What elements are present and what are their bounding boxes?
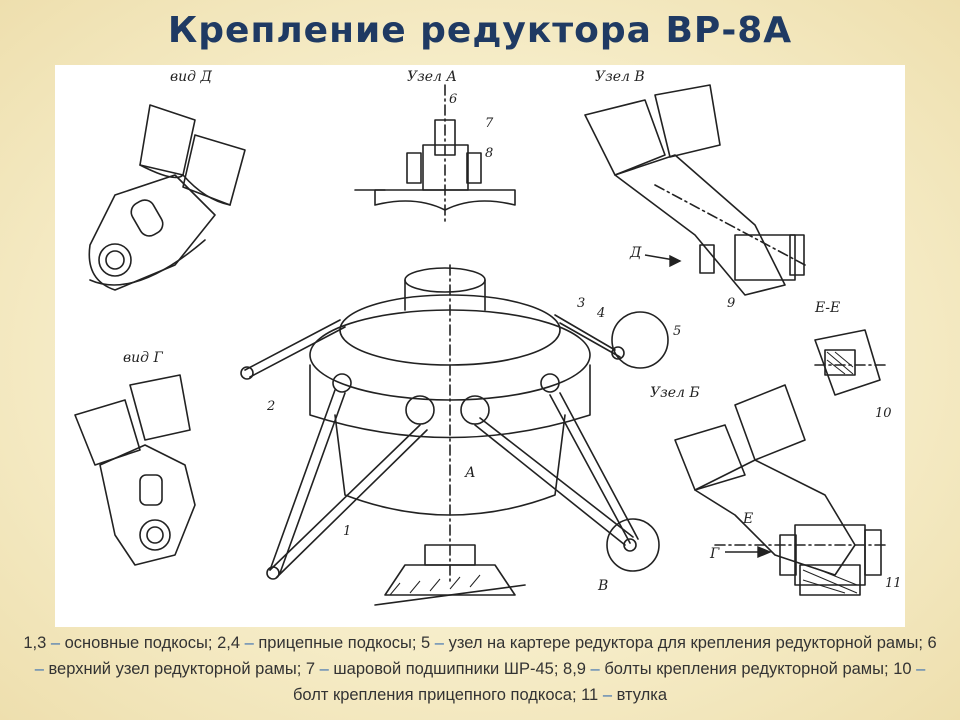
caption-item: 1,3 – основные подкосы; <box>23 634 218 652</box>
uzel-v-sketch <box>584 84 806 296</box>
caption-item: 7 – шаровой подшипники ШР-45; <box>305 660 564 678</box>
base-mount <box>374 544 526 606</box>
label-section-ee: Е-Е <box>814 300 840 316</box>
uzel-b-sketch <box>674 384 886 596</box>
label-vid-d: вид Д <box>170 69 212 85</box>
callout-7: 7 <box>485 116 494 131</box>
callout-10: 10 <box>875 406 892 421</box>
callout-2: 2 <box>266 399 275 414</box>
uzel-a-sketch <box>354 84 516 226</box>
label-uzel-b: Узел Б <box>650 385 700 401</box>
label-uzel-a: Узел А <box>407 69 457 85</box>
callout-5: 5 <box>673 324 681 339</box>
label-vid-g: вид Г <box>123 350 163 366</box>
callout-6: 6 <box>449 92 457 107</box>
reducer-body <box>309 264 591 586</box>
drawing-svg: вид Д Узел А Узел В вид Г Узел Б Е-Е А В… <box>74 69 902 606</box>
view-d-sketch <box>88 104 246 291</box>
technical-drawing: вид Д Узел А Узел В вид Г Узел Б Е-Е А В… <box>55 65 905 627</box>
caption-item: 5 – узел на картере редуктора для крепле… <box>421 634 928 652</box>
figure-caption: 1,3 – основные подкосы; 2,4 – прицепные … <box>20 630 940 708</box>
callout-3: 3 <box>577 296 585 311</box>
callout-9: 9 <box>727 296 735 311</box>
label-a: А <box>464 465 476 481</box>
callout-4: 4 <box>596 306 605 321</box>
callout-11: 11 <box>885 576 902 591</box>
label-arrow-g: Г <box>709 546 720 562</box>
callout-1: 1 <box>343 524 351 539</box>
struts <box>240 311 669 580</box>
callout-8: 8 <box>485 146 493 161</box>
label-arrow-d: Д <box>629 245 642 261</box>
caption-item: 2,4 – прицепные подкосы; <box>217 634 422 652</box>
caption-item: 8,9 – болты крепления редукторной рамы; <box>563 660 894 678</box>
view-g-sketch <box>74 374 196 566</box>
section-ee-sketch <box>814 329 886 396</box>
label-v: В <box>597 578 608 594</box>
caption-item: 11 – втулка <box>581 686 668 704</box>
slide-title: Крепление редуктора ВР-8А <box>167 10 793 51</box>
label-uzel-v: Узел В <box>595 69 645 85</box>
caption-item: 10 – болт крепления прицепного подкоса; <box>292 660 926 704</box>
caption-item: 6 – верхний узел редукторной рамы; <box>34 634 937 678</box>
label-section-e: Е <box>742 511 753 527</box>
